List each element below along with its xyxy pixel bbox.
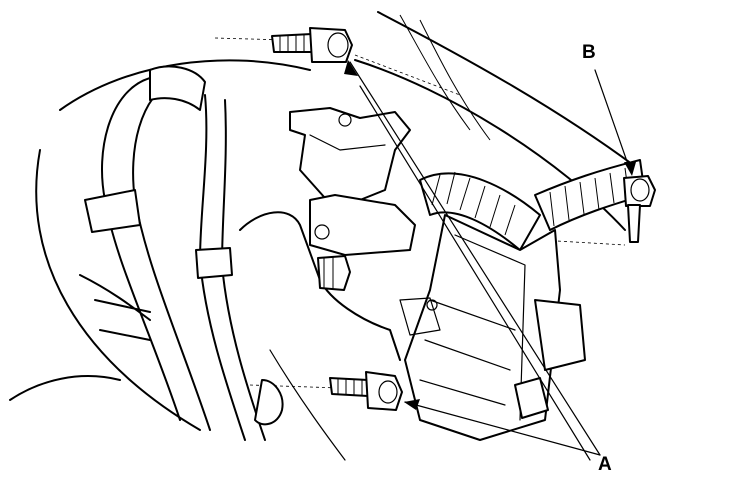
leader-line-b	[594, 69, 636, 176]
bolt-middle	[317, 255, 351, 291]
leader-lines-a	[344, 60, 601, 461]
control-module	[399, 214, 586, 441]
bolt-upper	[271, 27, 353, 63]
bolt-lower	[329, 371, 403, 411]
callout-label-a: A	[598, 454, 612, 475]
arrowhead-a-upper	[344, 60, 358, 76]
upper-bracket	[289, 107, 416, 256]
harness-sleeve	[399, 14, 646, 251]
hoses	[84, 65, 284, 441]
arrowhead-a-lower	[404, 399, 420, 410]
arrowhead-b	[624, 162, 636, 176]
bolt-b	[623, 175, 656, 243]
callout-label-b: B	[582, 42, 596, 63]
